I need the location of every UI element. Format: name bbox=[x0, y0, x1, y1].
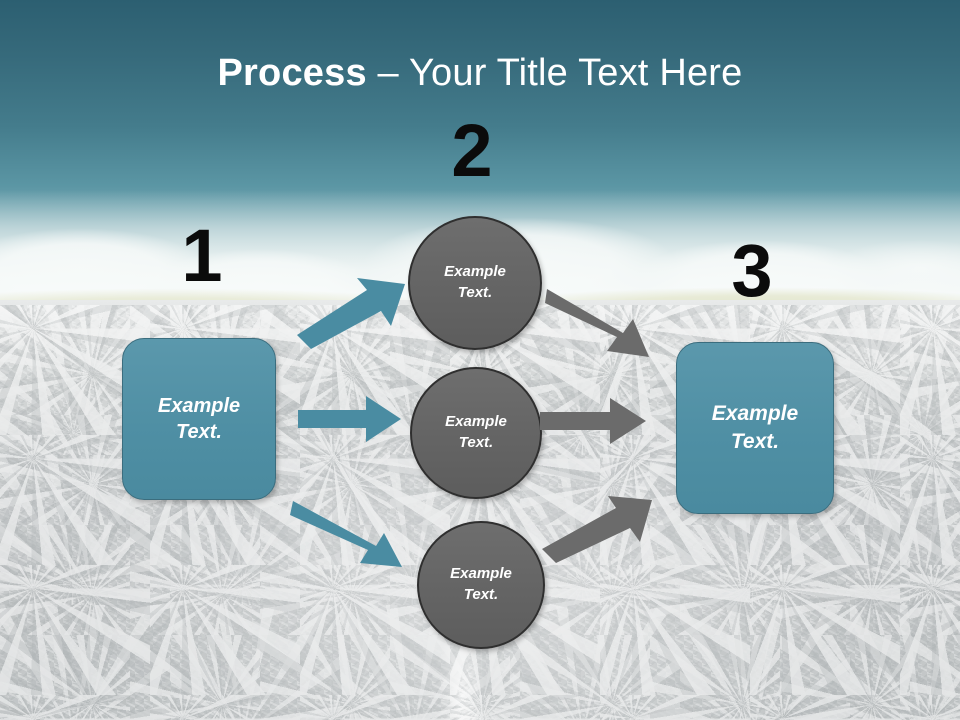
input-box-left-line2: Text. bbox=[176, 421, 222, 443]
arrow-left-box-to-bottom-circle-icon bbox=[290, 501, 402, 567]
output-box-right-line2: Text. bbox=[730, 430, 780, 453]
process-circle-top-line2: Text. bbox=[457, 284, 493, 301]
output-box-right[interactable]: Example Text. bbox=[676, 342, 834, 514]
step-number-3: 3 bbox=[731, 229, 773, 312]
page-title-strong: Process bbox=[217, 52, 367, 94]
process-circle-bottom[interactable]: Example Text. bbox=[417, 521, 545, 649]
arrow-middle-circle-to-right-box-icon bbox=[540, 398, 646, 444]
arrow-top-circle-to-right-box-icon bbox=[545, 289, 649, 357]
output-box-right-text: Example Text. bbox=[712, 400, 798, 455]
process-circle-bottom-line2: Text. bbox=[463, 586, 499, 603]
process-circle-bottom-text: Example Text. bbox=[450, 564, 512, 605]
input-box-left-line1: Example bbox=[157, 394, 241, 417]
process-circle-bottom-line1: Example bbox=[450, 565, 512, 583]
step-number-2: 2 bbox=[451, 109, 493, 192]
output-box-right-line1: Example bbox=[711, 402, 799, 426]
page-title: Process – Your Title Text Here bbox=[0, 50, 960, 96]
arrow-left-box-to-top-circle-icon bbox=[297, 278, 405, 349]
process-circle-top[interactable]: Example Text. bbox=[408, 216, 542, 350]
process-circle-top-text: Example Text. bbox=[444, 262, 506, 303]
process-circle-top-line1: Example bbox=[444, 263, 506, 281]
process-circle-middle-line2: Text. bbox=[458, 434, 494, 451]
page-title-separator: – bbox=[366, 52, 409, 94]
input-box-left-text: Example Text. bbox=[158, 393, 240, 446]
process-circle-middle-line1: Example bbox=[445, 413, 507, 431]
step-number-1: 1 bbox=[181, 214, 223, 297]
arrow-bottom-circle-to-right-box-icon bbox=[542, 496, 652, 563]
process-circle-middle-text: Example Text. bbox=[445, 412, 507, 453]
page-title-rest: Your Title Text Here bbox=[408, 52, 743, 94]
arrow-left-box-to-middle-circle-icon bbox=[298, 396, 401, 442]
process-circle-middle[interactable]: Example Text. bbox=[410, 367, 542, 499]
input-box-left[interactable]: Example Text. bbox=[122, 338, 276, 500]
